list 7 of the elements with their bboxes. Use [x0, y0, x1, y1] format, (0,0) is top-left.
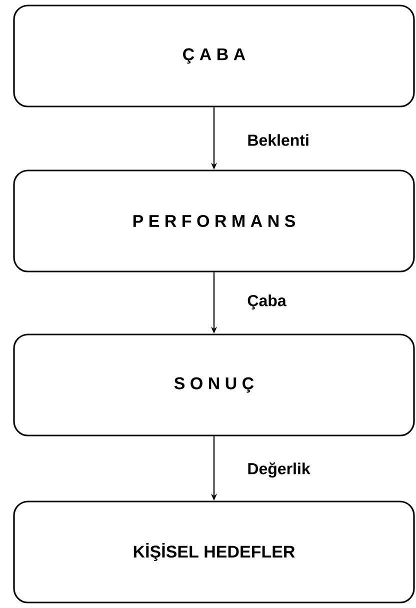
edge-label: Çaba — [248, 294, 286, 310]
process-box: S O N U Ç — [13, 334, 415, 436]
process-box: KİŞİSEL HEDEFLER — [13, 500, 415, 604]
process-box: Ç A B A — [13, 4, 415, 108]
process-box: P E R F O R M A N S — [13, 170, 415, 272]
edge-label: Beklenti — [248, 134, 308, 146]
edge-label: Değerlik — [248, 462, 310, 478]
